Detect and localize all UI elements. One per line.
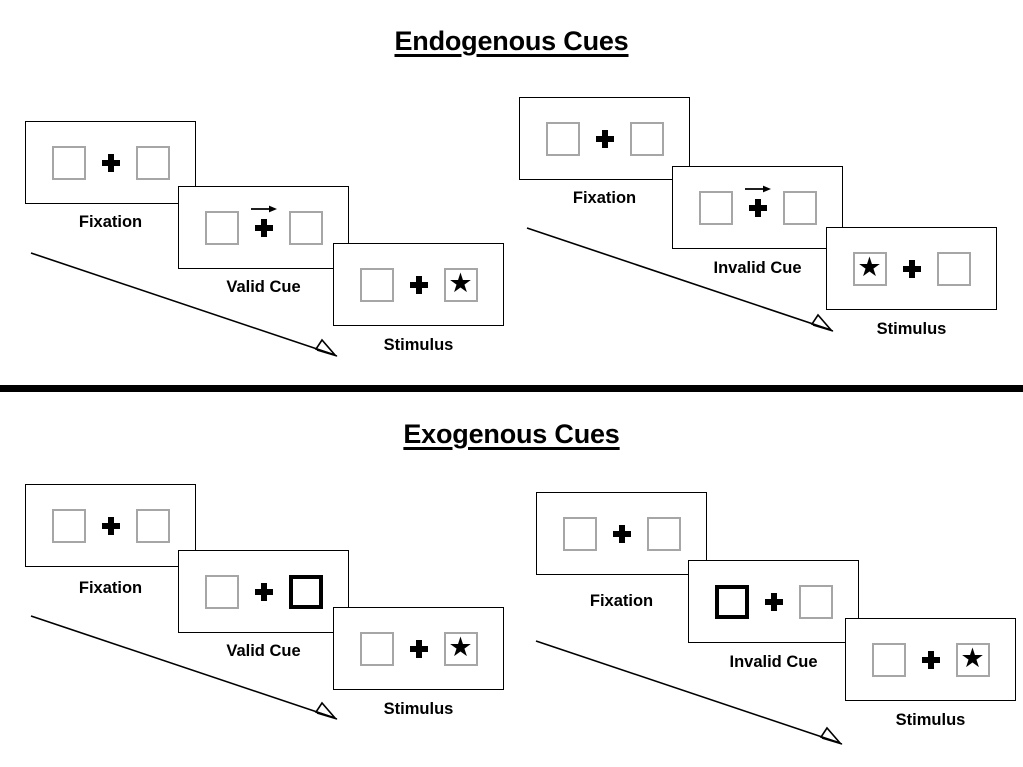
stimulus-box-right: ★ — [443, 267, 478, 302]
panel-inner — [51, 145, 170, 180]
stimulus-box-right — [288, 210, 323, 245]
panel-exogenous-invalid-stimulus[interactable]: ★ — [845, 618, 1016, 701]
fixation-cross-icon — [409, 275, 428, 294]
panel-inner — [714, 584, 833, 619]
fixation-cross-icon — [101, 516, 120, 535]
panel-endogenous-invalid-cue[interactable] — [672, 166, 843, 249]
stimulus-box-left-cued — [714, 584, 749, 619]
stimulus-box-left — [51, 145, 86, 180]
panel-label-fixation: Fixation — [78, 579, 143, 597]
panel-label-fixation: Fixation — [589, 592, 654, 610]
panel-inner — [51, 508, 170, 543]
stimulus-box-right: ★ — [955, 642, 990, 677]
fixation-cross-icon — [101, 153, 120, 172]
panel-exogenous-valid-fixation[interactable] — [25, 484, 196, 567]
panel-exogenous-invalid-cue[interactable] — [688, 560, 859, 643]
panel-label-invalid-cue: Invalid Cue — [713, 259, 802, 277]
panel-label-valid-cue: Valid Cue — [226, 642, 301, 660]
panel-label-stimulus: Stimulus — [876, 320, 947, 338]
panel-label-stimulus: Stimulus — [895, 711, 966, 729]
fixation-cross-icon — [250, 205, 277, 237]
stimulus-box-left — [204, 210, 239, 245]
star-icon: ★ — [448, 268, 473, 298]
fixation-cross-icon — [595, 129, 614, 148]
flow-arrow-exogenous-invalid — [535, 640, 843, 745]
fixation-cross-icon — [764, 592, 783, 611]
panel-inner — [545, 121, 664, 156]
stimulus-box-right-cued — [288, 574, 323, 609]
stimulus-box-left — [562, 516, 597, 551]
star-icon: ★ — [960, 643, 985, 673]
stimulus-box-left — [545, 121, 580, 156]
stimulus-box-right — [629, 121, 664, 156]
panel-inner: ★ — [359, 267, 478, 302]
panel-inner: ★ — [871, 642, 990, 677]
section-divider — [0, 385, 1023, 392]
fixation-cross-icon — [902, 259, 921, 278]
panel-label-stimulus: Stimulus — [383, 700, 454, 718]
section-title-endogenous: Endogenous Cues — [394, 26, 629, 56]
fixation-cross-icon — [409, 639, 428, 658]
stimulus-box-right — [798, 584, 833, 619]
panel-label-stimulus: Stimulus — [383, 336, 454, 354]
panel-exogenous-valid-cue[interactable] — [178, 550, 349, 633]
section-title-exogenous: Exogenous Cues — [403, 419, 620, 449]
arrow-right-cue-icon — [744, 185, 771, 192]
fixation-cross-icon — [612, 524, 631, 543]
panel-endogenous-valid-cue[interactable] — [178, 186, 349, 269]
panel-inner — [204, 205, 323, 245]
panel-endogenous-valid-stimulus[interactable]: ★ — [333, 243, 504, 326]
stimulus-box-right — [135, 508, 170, 543]
panel-inner: ★ — [359, 631, 478, 666]
stimulus-box-left — [51, 508, 86, 543]
panel-inner — [562, 516, 681, 551]
panel-label-fixation: Fixation — [78, 213, 143, 231]
panel-inner — [204, 574, 323, 609]
arrow-right-cue-icon — [250, 205, 277, 212]
stimulus-box-left — [359, 267, 394, 302]
stimulus-box-right: ★ — [443, 631, 478, 666]
stimulus-box-left — [359, 631, 394, 666]
panel-label-fixation: Fixation — [572, 189, 637, 207]
fixation-cross-icon — [744, 185, 771, 217]
star-icon: ★ — [857, 252, 882, 282]
fixation-cross-icon — [254, 582, 273, 601]
fixation-cross-icon — [921, 650, 940, 669]
stimulus-box-right — [135, 145, 170, 180]
star-icon: ★ — [448, 632, 473, 662]
stimulus-box-left — [698, 190, 733, 225]
panel-label-valid-cue: Valid Cue — [226, 278, 301, 296]
stimulus-box-right — [782, 190, 817, 225]
stimulus-box-left: ★ — [852, 251, 887, 286]
panel-inner: ★ — [852, 251, 971, 286]
panel-inner — [698, 185, 817, 225]
stimulus-box-left — [871, 642, 906, 677]
stimulus-box-right — [646, 516, 681, 551]
stimulus-box-right — [936, 251, 971, 286]
panel-exogenous-valid-stimulus[interactable]: ★ — [333, 607, 504, 690]
stimulus-box-left — [204, 574, 239, 609]
panel-endogenous-valid-fixation[interactable] — [25, 121, 196, 204]
panel-endogenous-invalid-fixation[interactable] — [519, 97, 690, 180]
panel-exogenous-invalid-fixation[interactable] — [536, 492, 707, 575]
panel-endogenous-invalid-stimulus[interactable]: ★ — [826, 227, 997, 310]
panel-label-invalid-cue: Invalid Cue — [729, 653, 818, 671]
